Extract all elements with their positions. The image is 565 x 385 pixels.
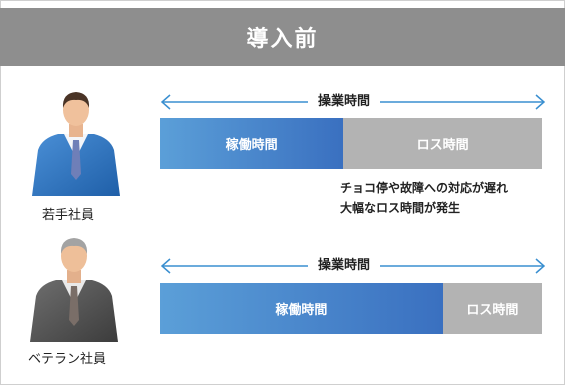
young-employee-figure bbox=[28, 88, 124, 196]
working-time-label: 稼働時間 bbox=[275, 303, 328, 318]
loss-time-segment: ロス時間 bbox=[442, 283, 542, 334]
loss-time-label: ロス時間 bbox=[466, 303, 519, 318]
time-bar-veteran: 稼働時間 ロス時間 bbox=[160, 283, 542, 334]
header-banner: 導入前 bbox=[0, 8, 565, 66]
note-line: チョコ停や故障への対応が遅れ bbox=[340, 181, 509, 195]
operating-time-label: 操業時間 bbox=[308, 256, 381, 276]
header-title: 導入前 bbox=[246, 27, 319, 52]
young-employee-note: チョコ停や故障への対応が遅れ 大幅なロス時間が発生 bbox=[340, 178, 508, 218]
note-line: 大幅なロス時間が発生 bbox=[340, 201, 461, 215]
working-time-segment: 稼働時間 bbox=[160, 118, 344, 169]
working-time-label: 稼働時間 bbox=[225, 138, 278, 153]
operating-time-span-young: 操業時間 bbox=[160, 92, 546, 112]
time-bar-young: 稼働時間 ロス時間 bbox=[160, 118, 542, 169]
working-time-segment: 稼働時間 bbox=[160, 283, 443, 334]
operating-time-label: 操業時間 bbox=[308, 92, 381, 112]
veteran-employee-figure bbox=[26, 234, 122, 342]
operating-time-span-veteran: 操業時間 bbox=[160, 256, 546, 276]
veteran-employee-icon bbox=[30, 238, 118, 342]
young-employee-icon bbox=[32, 92, 120, 196]
young-employee-label: 若手社員 bbox=[42, 208, 95, 223]
loss-time-label: ロス時間 bbox=[416, 138, 469, 153]
loss-time-segment: ロス時間 bbox=[343, 118, 542, 169]
veteran-employee-label: ベテラン社員 bbox=[28, 352, 107, 367]
